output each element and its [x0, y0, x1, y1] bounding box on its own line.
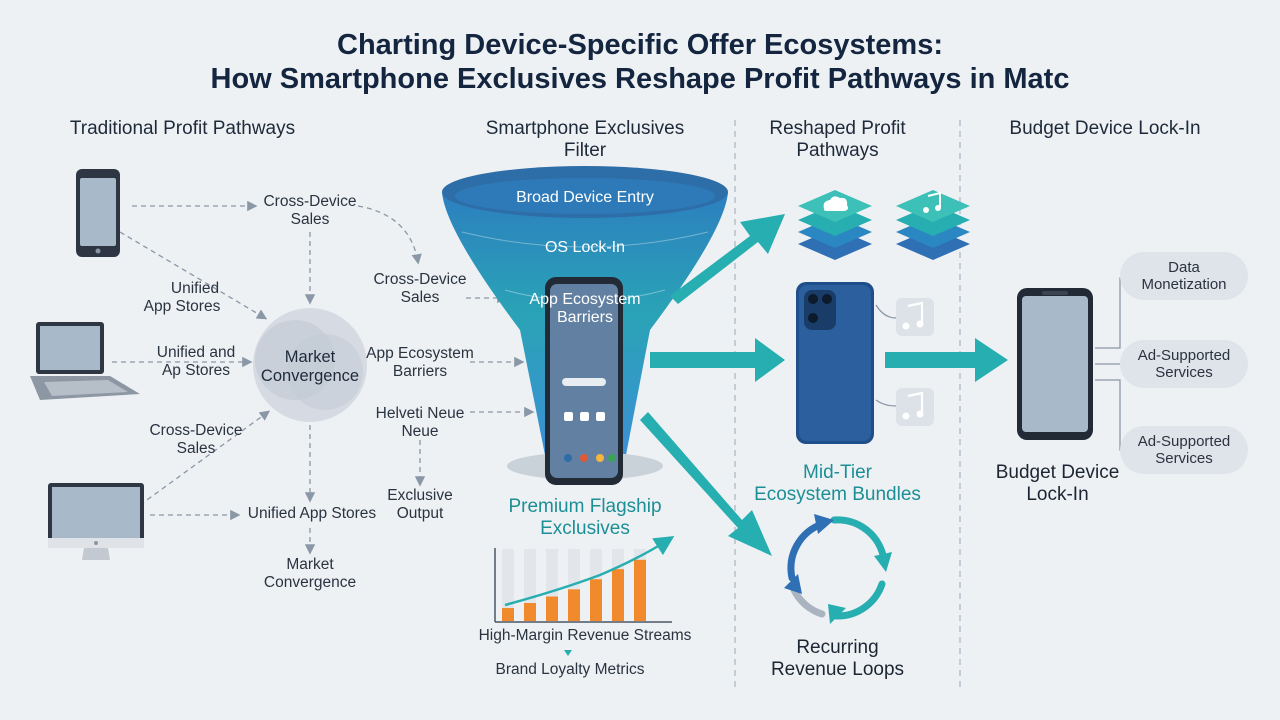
midtier-phone-icon: [796, 282, 874, 444]
flagship-phone-icon: [545, 277, 623, 485]
funnel-level-1: Broad Device Entry: [516, 189, 654, 206]
midtier-label-line-1: Mid-Tier: [803, 462, 872, 483]
label-app-ecosystem-barriers-2: Barriers: [392, 363, 448, 380]
label-market-convergence-bottom-2: Convergence: [263, 574, 357, 591]
label-cross-device-top-2: Sales: [290, 211, 330, 228]
label-exclusive-output-2: Output: [396, 505, 444, 522]
revenue-bar: [502, 608, 514, 621]
page-title-line-2: How Smartphone Exclusives Reshape Profit…: [210, 63, 1070, 95]
label-market-convergence-2: Convergence: [260, 367, 360, 385]
label-cross-device-left-1: Cross-Device: [149, 422, 243, 439]
revenue-bar: [546, 596, 558, 621]
funnel-level-3-line-2: Barriers: [556, 309, 613, 326]
column-header-budget: Budget Device Lock-In: [1009, 118, 1201, 139]
label-unified-and-2: Ap Stores: [161, 362, 231, 379]
recurring-label-line-1: Recurring: [796, 637, 879, 658]
smartphone-icon: [76, 169, 120, 257]
label-unified-app-stores-bottom: Unified App Stores: [247, 505, 377, 522]
cloud-stack-icon: [798, 190, 872, 260]
output-data-monetization: Data Monetization: [1120, 252, 1248, 300]
teal-flow-arrows: [640, 214, 1008, 556]
premium-flagship-line-2: Exclusives: [540, 518, 630, 539]
label-brand-loyalty-metrics: Brand Loyalty Metrics: [495, 661, 645, 678]
label-unified-and-1: Unified and: [156, 344, 236, 361]
recurring-loop-arrowheads: [784, 514, 892, 624]
recurring-label-line-2: Revenue Loops: [770, 659, 905, 680]
label-cross-device-right-2: Sales: [400, 289, 440, 306]
budget-phone-icon: [1017, 288, 1093, 440]
budget-label-line-2: Lock-In: [1026, 484, 1089, 505]
output-ad-supported-services-1: Ad-Supported Services: [1120, 340, 1248, 388]
label-app-ecosystem-barriers-1: App Ecosystem: [366, 345, 474, 362]
revenue-bar: [634, 559, 646, 621]
recurring-loop-icon: [787, 516, 888, 620]
down-arrow-icon: [564, 650, 572, 656]
label-helveti-neue-1: Helveti Neue: [375, 405, 465, 422]
music-stack-icon: [896, 190, 970, 260]
desktop-monitor-icon: [48, 483, 144, 560]
midtier-label-line-2: Ecosystem Bundles: [754, 484, 921, 505]
budget-label-line-1: Budget Device: [995, 462, 1120, 483]
traditional-connectors: [112, 200, 535, 555]
label-market-convergence-1: Market: [284, 348, 336, 366]
column-header-reshaped-line-2: Pathways: [796, 140, 879, 161]
column-header-filter-line-2: Filter: [563, 140, 607, 161]
funnel-level-3-line-1: App Ecosystem: [529, 291, 641, 308]
music-icon-2: [896, 388, 934, 426]
revenue-bar-chart: [494, 535, 675, 623]
label-cross-device-left-2: Sales: [176, 440, 216, 457]
revenue-bar: [590, 579, 602, 621]
column-header-reshaped-line-1: Reshaped Profit: [769, 118, 906, 139]
market-convergence-circle: [253, 308, 367, 422]
label-market-convergence-bottom-1: Market: [286, 556, 334, 573]
label-unified-app-stores-2: App Stores: [143, 298, 221, 315]
midtier-connectors: [875, 304, 897, 407]
label-unified-app-stores-1: Unified: [170, 280, 220, 297]
music-icon-1: [896, 298, 934, 336]
label-cross-device-top-1: Cross-Device: [263, 193, 357, 210]
label-high-margin-revenue: High-Margin Revenue Streams: [478, 627, 692, 644]
revenue-bar: [568, 589, 580, 621]
label-helveti-neue-2: Neue: [401, 423, 439, 440]
column-header-filter-line-1: Smartphone Exclusives: [485, 118, 685, 139]
revenue-bar: [612, 569, 624, 621]
column-header-traditional: Traditional Profit Pathways: [69, 118, 296, 139]
revenue-bar: [524, 603, 536, 621]
premium-flagship-line-1: Premium Flagship: [508, 496, 662, 517]
funnel-level-2: OS Lock-In: [544, 239, 626, 256]
laptop-icon: [30, 322, 140, 400]
label-cross-device-right-1: Cross-Device: [373, 271, 467, 288]
page-title-line-1: Charting Device-Specific Offer Ecosystem…: [337, 29, 943, 61]
output-ad-supported-services-2: Ad-Supported Services: [1120, 426, 1248, 474]
label-exclusive-output-1: Exclusive: [387, 487, 453, 504]
